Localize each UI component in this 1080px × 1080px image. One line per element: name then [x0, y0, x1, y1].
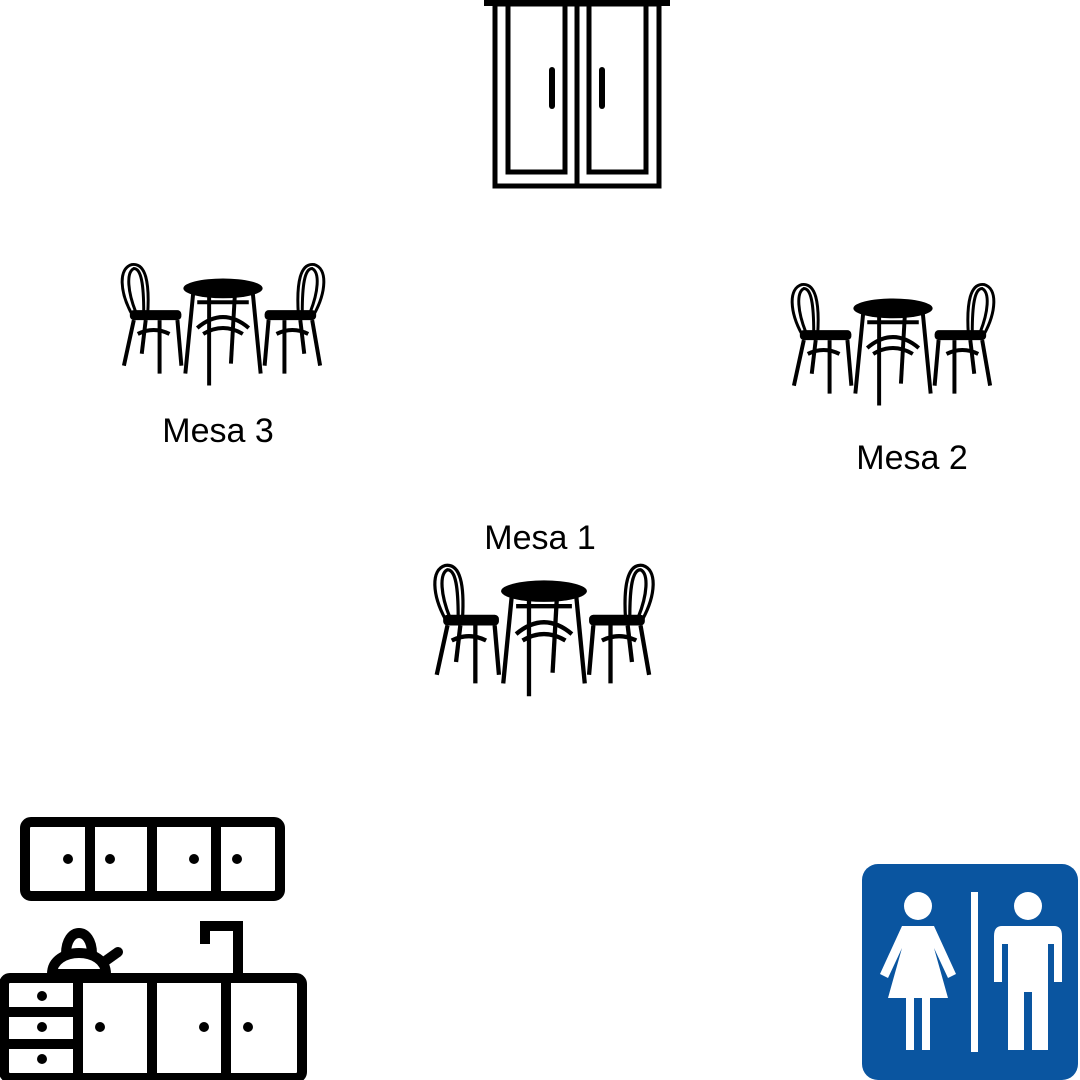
- table-label-mesa-1: Mesa 1: [484, 519, 596, 557]
- kitchen-icon: [0, 816, 310, 1080]
- bistro-table-set-icon: [784, 282, 1002, 412]
- table-label-mesa-2: Mesa 2: [856, 439, 968, 477]
- table-mesa-2[interactable]: [784, 282, 1002, 412]
- table-mesa-3[interactable]: [114, 262, 332, 392]
- bistro-table-set-icon: [426, 562, 662, 704]
- restroom-icon: [862, 864, 1078, 1080]
- bistro-table-set-icon: [114, 262, 332, 392]
- table-label-mesa-3: Mesa 3: [162, 412, 274, 450]
- door-icon: [482, 0, 672, 190]
- table-mesa-1[interactable]: [426, 562, 662, 704]
